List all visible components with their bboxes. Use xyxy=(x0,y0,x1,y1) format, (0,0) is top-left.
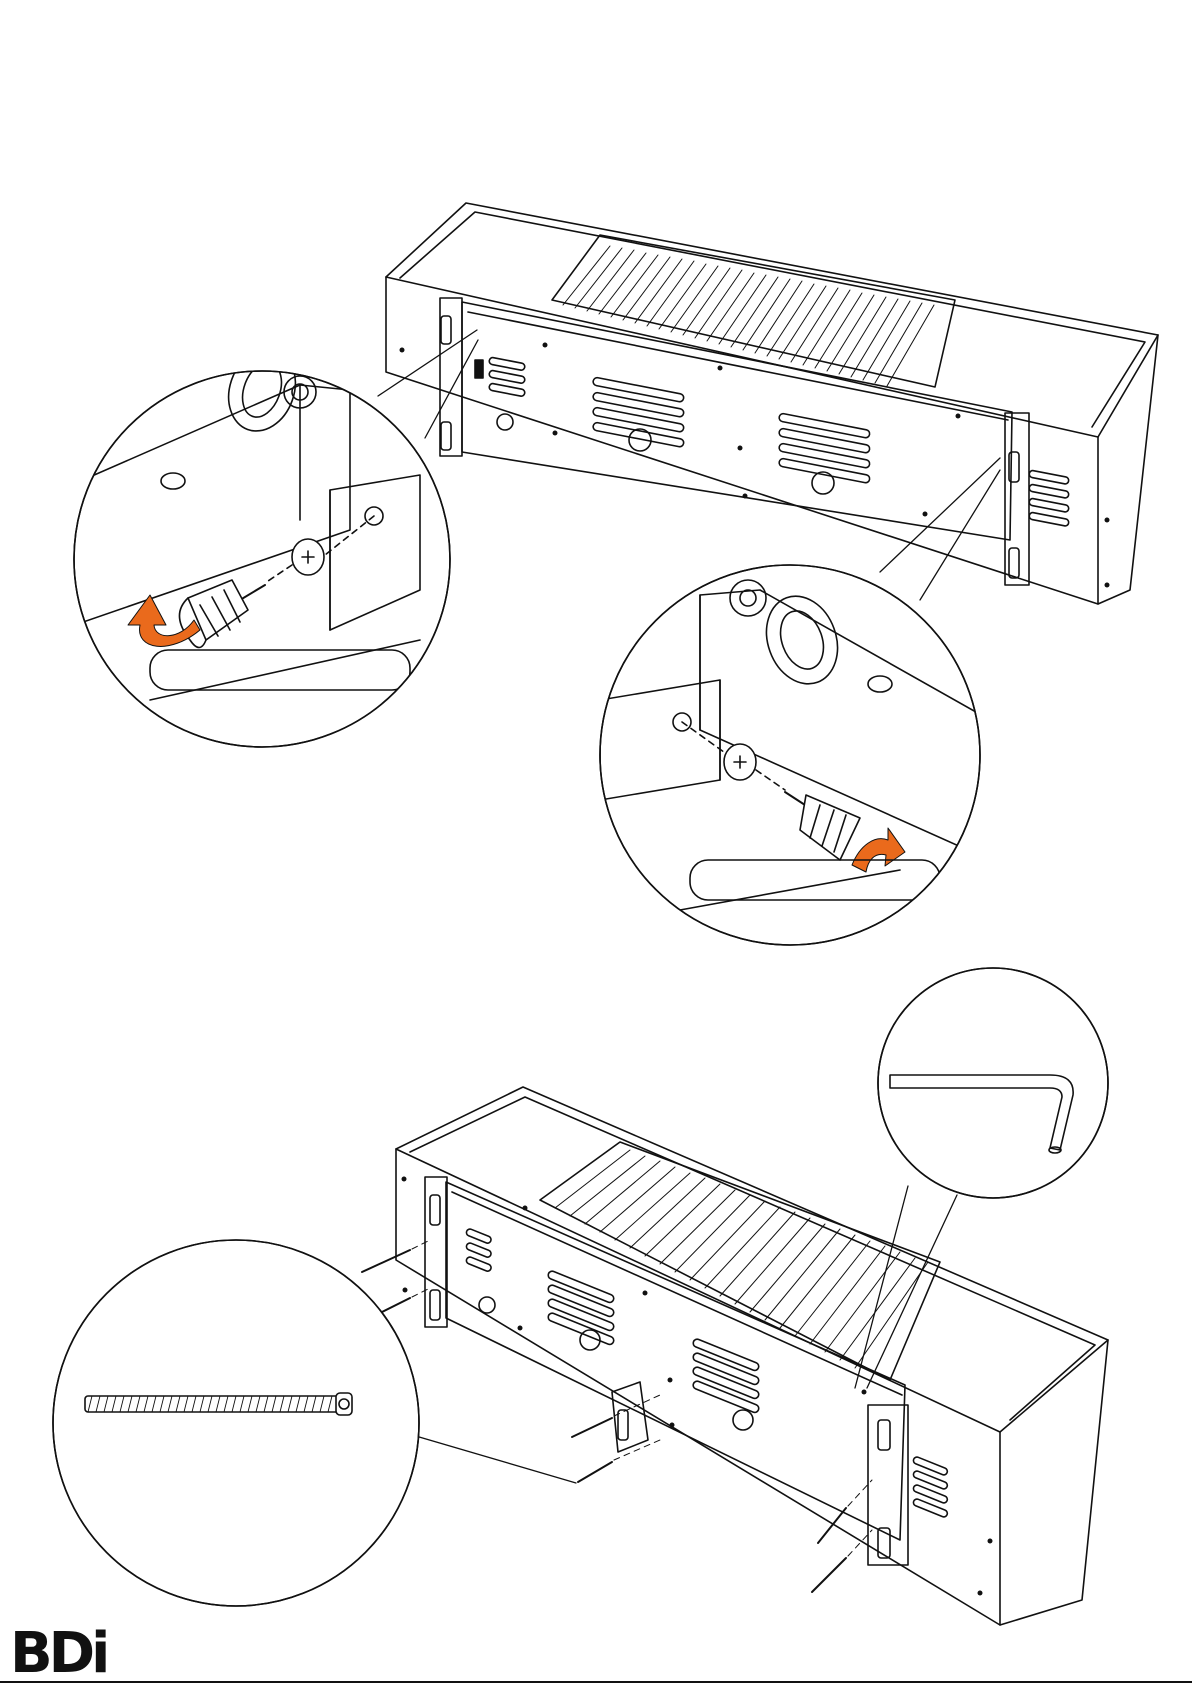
cam-lock-detail-right xyxy=(600,565,990,945)
footer-rule xyxy=(0,1681,1192,1683)
callout-pointers xyxy=(378,330,1000,600)
brand-logo: BDi xyxy=(10,1626,106,1682)
top-cabinet-illustration xyxy=(386,203,1158,604)
allen-key-detail xyxy=(878,968,1108,1198)
callout-pointers xyxy=(336,1186,957,1483)
bolt-detail xyxy=(53,1240,419,1606)
center-block xyxy=(612,1382,648,1452)
cam-lock-detail-left xyxy=(60,340,450,747)
vent-slots xyxy=(489,357,1070,527)
